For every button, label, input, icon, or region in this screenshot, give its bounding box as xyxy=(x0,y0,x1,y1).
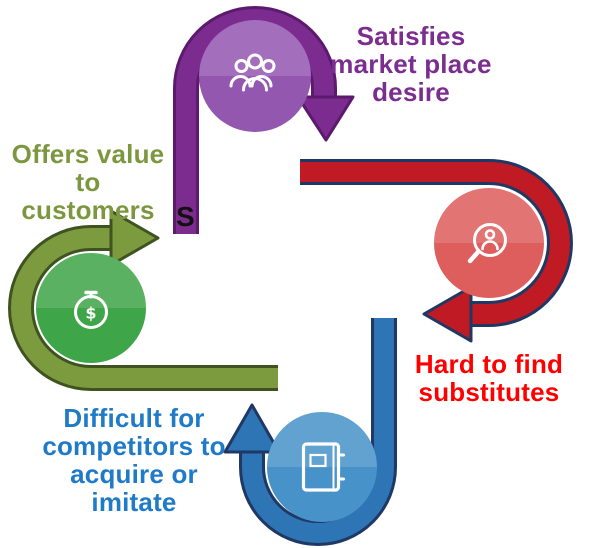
label-line: to xyxy=(75,167,101,197)
node-imitate-circle xyxy=(267,412,377,522)
label-line: competitors to xyxy=(42,431,226,461)
dollar-glyph: $ xyxy=(85,304,96,323)
arrow-substitutes xyxy=(300,159,573,343)
arrowhead-customer-value xyxy=(109,209,160,267)
node-substitutes-circle xyxy=(434,188,544,298)
arrowhead-substitutes xyxy=(422,285,473,343)
label-line: acquire or xyxy=(70,459,198,489)
people-group-icon xyxy=(229,53,276,92)
arrow-customer-value xyxy=(8,209,278,391)
node-customer-value-circle: $ xyxy=(36,253,146,363)
notebook-icon xyxy=(301,442,345,492)
label-line: customers xyxy=(21,195,155,225)
label-difficult-to-acquire-or-imitate: Difficult for competitors to acquire or … xyxy=(29,404,239,516)
search-person-icon xyxy=(467,223,507,264)
node-market-place-circle xyxy=(199,20,311,132)
label-line: Offers value xyxy=(11,139,165,169)
arrow-market-place xyxy=(173,6,355,234)
label-line: market place xyxy=(330,49,492,79)
label-line: desire xyxy=(372,77,450,107)
stopwatch-dollar-icon xyxy=(74,290,108,329)
label-line: imitate xyxy=(91,487,177,517)
arrowhead-market-place xyxy=(296,95,355,142)
label-offers-value-to-customers: Offers value to customers xyxy=(8,140,168,224)
label-line: Hard to find xyxy=(414,349,564,379)
arrow-imitate xyxy=(223,318,397,546)
arrowhead-imitate xyxy=(223,403,281,454)
label-line: Satisfies xyxy=(356,21,466,51)
label-line: Difficult for xyxy=(63,403,205,433)
center-text-fragment: S xyxy=(176,201,195,232)
label-satisfies-market-place-desire: Satisfies market place desire xyxy=(327,22,495,106)
label-hard-to-find-substitutes: Hard to find substitutes xyxy=(404,350,574,406)
label-line: substitutes xyxy=(418,377,560,407)
